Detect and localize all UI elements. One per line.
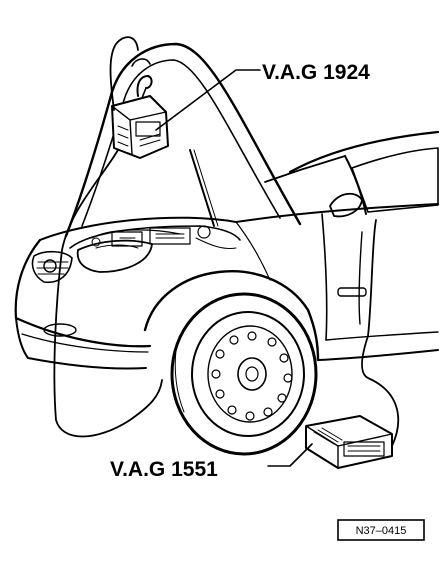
- diagnostic-cables: [53, 36, 400, 447]
- engine-bay: [69, 225, 241, 249]
- label-vag-1551: V.A.G 1551: [110, 458, 218, 481]
- vag-1924-device: [111, 75, 169, 159]
- figure-reference-box: N37–0415: [337, 519, 425, 541]
- car-body: [14, 130, 440, 370]
- front-wheel: [170, 292, 318, 456]
- figure-reference-text: N37–0415: [356, 525, 407, 537]
- open-hood: [64, 42, 302, 238]
- vag-1551-device: [305, 415, 393, 469]
- callout-leaders: [155, 69, 313, 467]
- label-vag-1924: V.A.G 1924: [262, 61, 370, 84]
